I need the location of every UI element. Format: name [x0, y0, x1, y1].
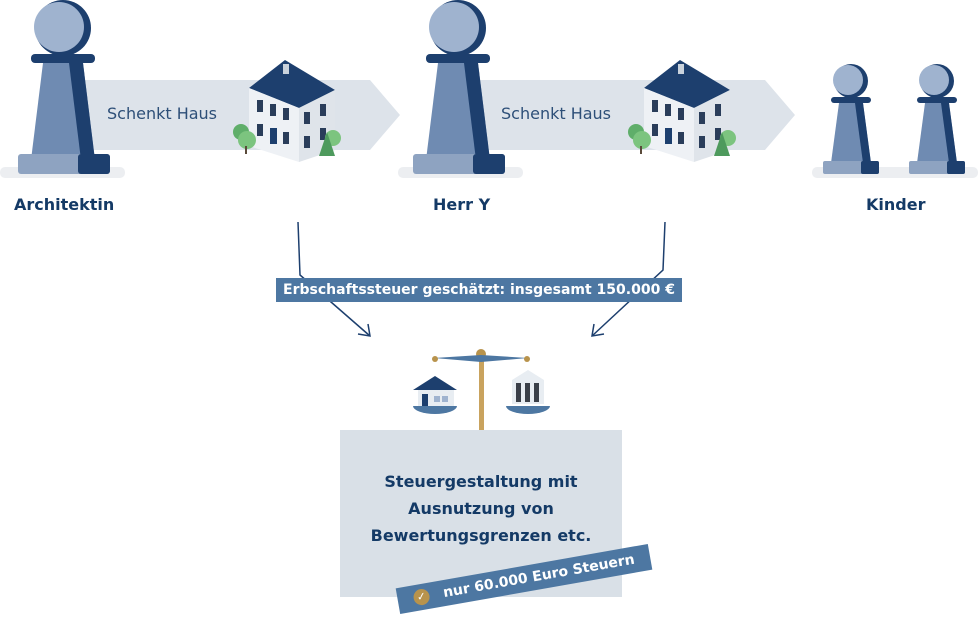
house-icon [233, 60, 341, 162]
tax-planning-text: Steuergestaltung mit Ausnutzung von Bewe… [340, 468, 622, 549]
person-label-herr-y: Herr Y [433, 195, 491, 214]
house-icon [628, 60, 736, 162]
person-label-kinder: Kinder [866, 195, 926, 214]
check-icon: ✓ [412, 587, 431, 607]
box-line: Bewertungsgrenzen etc. [370, 526, 592, 545]
box-line: Steuergestaltung mit [384, 472, 578, 491]
arrow-label-2: Schenkt Haus [501, 104, 612, 123]
pawn-kind-1-icon [823, 64, 879, 174]
arrow-label-1: Schenkt Haus [107, 104, 218, 123]
person-label-architektin: Architektin [14, 195, 115, 214]
tax-estimate-banner: Erbschaftssteuer geschätzt: insgesamt 15… [276, 278, 682, 302]
box-line: Ausnutzung von [408, 499, 554, 518]
connector-arrows [297, 221, 666, 337]
pawn-kind-2-icon [909, 64, 965, 174]
